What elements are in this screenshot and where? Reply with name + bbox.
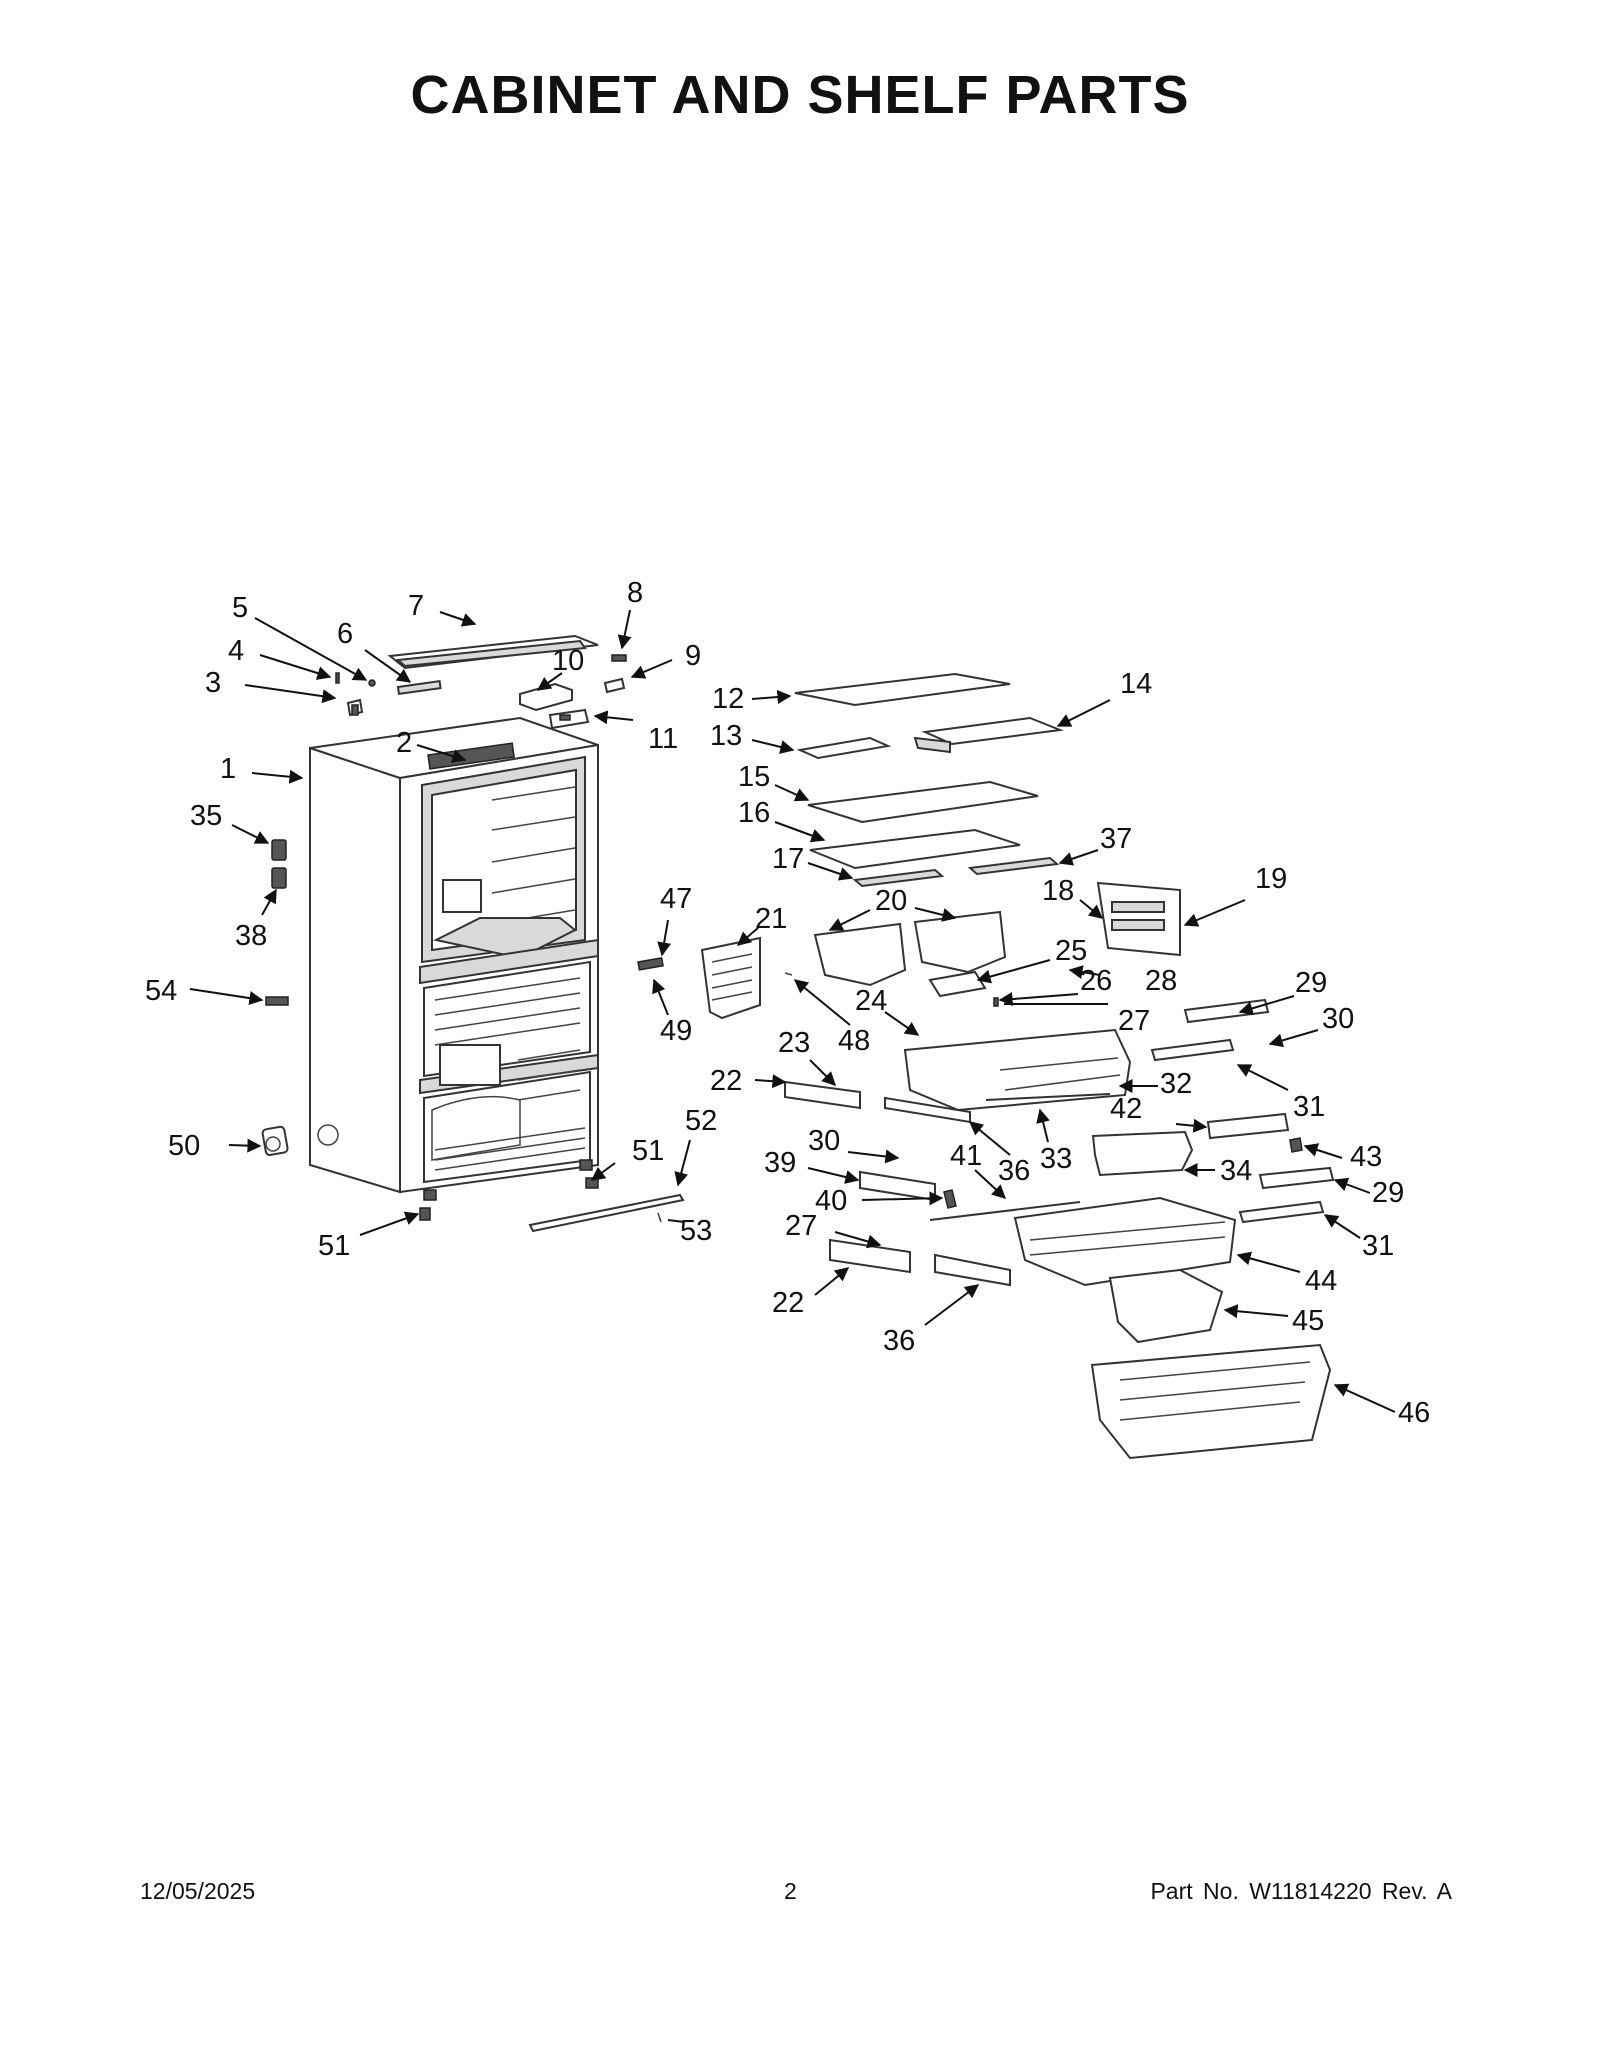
callout-41: 41 — [950, 1140, 982, 1172]
page-title: CABINET AND SHELF PARTS — [410, 65, 1190, 125]
callout-25: 25 — [1055, 935, 1087, 967]
callout-31: 31 — [1293, 1091, 1325, 1123]
callout-40: 40 — [815, 1185, 847, 1217]
callout-49: 49 — [660, 1015, 692, 1047]
callout-31b: 31 — [1362, 1230, 1394, 1262]
callout-5: 5 — [232, 592, 248, 624]
callout-22b: 22 — [772, 1287, 804, 1319]
callout-48: 48 — [838, 1025, 870, 1057]
callout-53: 53 — [680, 1215, 712, 1247]
callout-6: 6 — [337, 618, 353, 650]
callout-23: 23 — [778, 1027, 810, 1059]
center-parts — [419, 936, 793, 1233]
callout-21: 21 — [755, 903, 787, 935]
callout-29b: 29 — [1372, 1177, 1404, 1209]
callout-42: 42 — [1110, 1093, 1142, 1125]
callout-17: 17 — [772, 843, 804, 875]
callout-10: 10 — [552, 645, 584, 677]
callout-20: 20 — [875, 885, 907, 917]
callout-16: 16 — [738, 797, 770, 829]
callout-8: 8 — [627, 577, 643, 609]
footer-part-number: Part No. W11814220 Rev. A — [1150, 1878, 1452, 1904]
callout-32: 32 — [1160, 1068, 1192, 1100]
callout-43: 43 — [1350, 1141, 1382, 1173]
callout-29: 29 — [1295, 967, 1327, 999]
callout-38: 38 — [235, 920, 267, 952]
callout-12: 12 — [712, 683, 744, 715]
callout-36: 36 — [998, 1155, 1030, 1187]
callout-13: 13 — [710, 720, 742, 752]
leader-lines — [189, 609, 1396, 1413]
callout-47: 47 — [660, 883, 692, 915]
callout-50: 50 — [168, 1130, 200, 1162]
callout-14: 14 — [1120, 668, 1152, 700]
callout-44: 44 — [1305, 1265, 1337, 1297]
shelf-parts — [794, 672, 1064, 888]
footer-page-number: 2 — [784, 1878, 797, 1904]
cabinet-illustration — [309, 716, 599, 1201]
callout-51b: 51 — [318, 1230, 350, 1262]
callout-35: 35 — [190, 800, 222, 832]
callout-52: 52 — [685, 1105, 717, 1137]
callout-27: 27 — [1118, 1005, 1150, 1037]
callout-45: 45 — [1292, 1305, 1324, 1337]
callout-1: 1 — [220, 753, 236, 785]
callout-33: 33 — [1040, 1143, 1072, 1175]
lower-drawer-parts — [829, 1112, 1335, 1460]
footer-date: 12/05/2025 — [140, 1878, 256, 1904]
callout-15: 15 — [738, 761, 770, 793]
callout-51: 51 — [632, 1135, 664, 1167]
callout-28: 28 — [1145, 965, 1177, 997]
top-small-parts — [335, 634, 627, 730]
callout-24: 24 — [855, 985, 887, 1017]
drawer-parts — [784, 881, 1270, 1124]
left-small-parts — [261, 839, 289, 1156]
callout-18: 18 — [1042, 875, 1074, 907]
callout-labels: 1 2 3 4 5 6 7 8 9 10 11 12 13 14 15 16 1… — [145, 577, 1430, 1429]
callout-54: 54 — [145, 975, 177, 1007]
callout-26: 26 — [1080, 965, 1112, 997]
callout-22: 22 — [710, 1065, 742, 1097]
callout-39: 39 — [764, 1147, 796, 1179]
callout-3: 3 — [205, 667, 221, 699]
callout-46: 46 — [1398, 1397, 1430, 1429]
callout-30b: 30 — [808, 1125, 840, 1157]
callout-19: 19 — [1255, 863, 1287, 895]
callout-7: 7 — [408, 590, 424, 622]
callout-4: 4 — [228, 635, 244, 667]
callout-34: 34 — [1220, 1155, 1252, 1187]
callout-30: 30 — [1322, 1003, 1354, 1035]
callout-2: 2 — [396, 727, 412, 759]
callout-11: 11 — [648, 723, 678, 755]
callout-27b: 27 — [785, 1210, 817, 1242]
callout-9: 9 — [685, 640, 701, 672]
callout-36b: 36 — [883, 1325, 915, 1357]
callout-37: 37 — [1100, 823, 1132, 855]
